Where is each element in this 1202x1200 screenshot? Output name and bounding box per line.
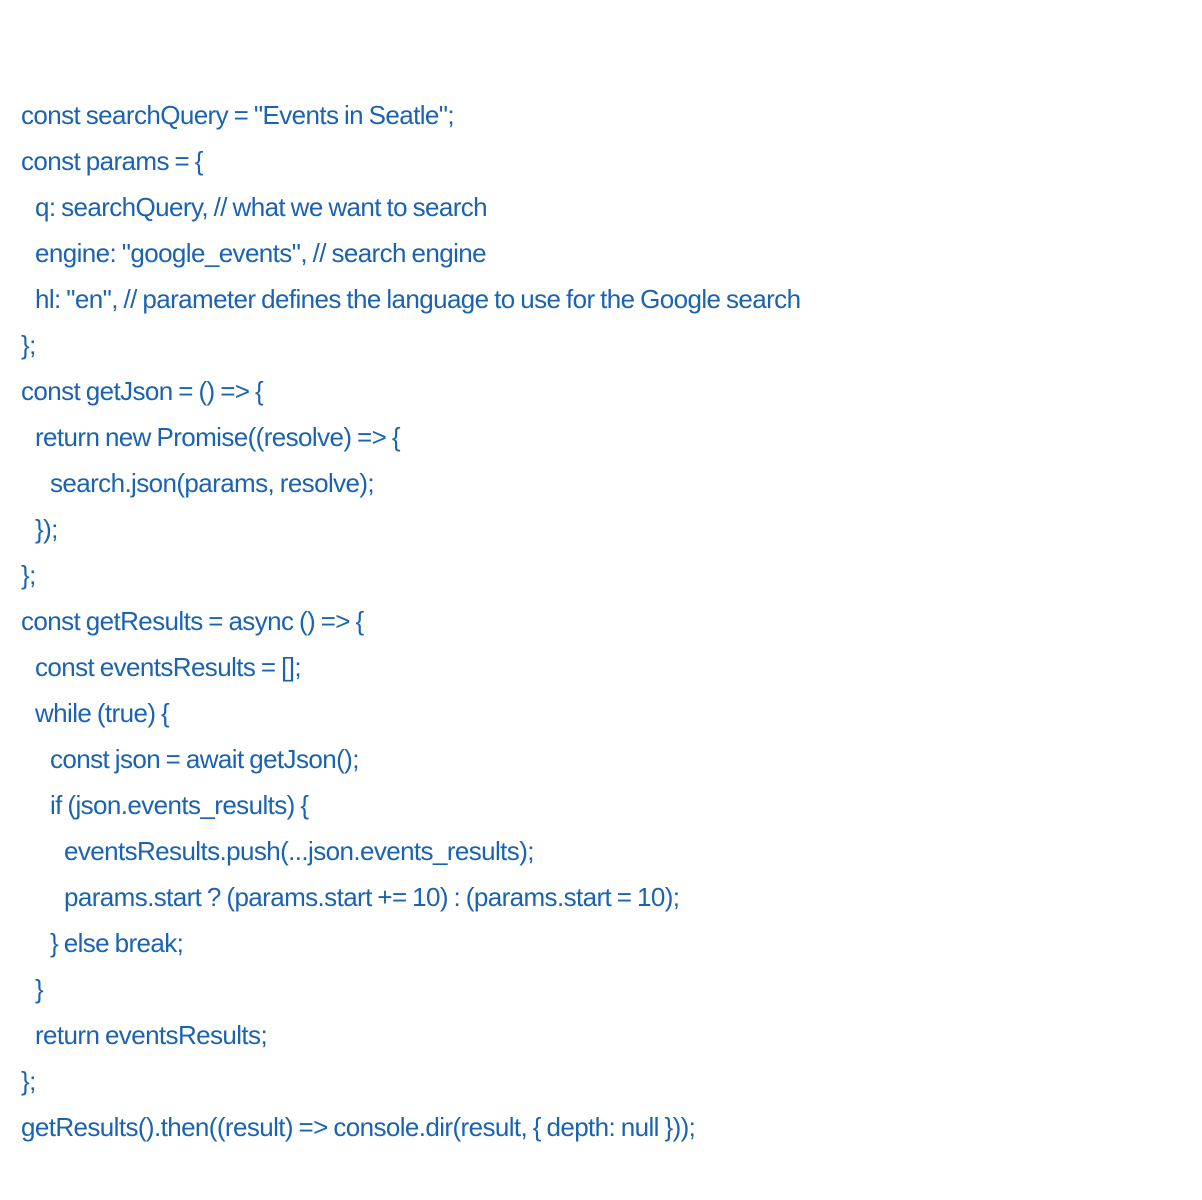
code-line: const params = { — [21, 146, 203, 176]
code-line: if (json.events_results) { — [50, 790, 309, 820]
code-line: return eventsResults; — [35, 1020, 268, 1050]
code-line: } else break; — [50, 928, 184, 958]
code-line: const json = await getJson(); — [50, 744, 359, 774]
code-block: const searchQuery = "Events in Seatle"; … — [21, 92, 801, 1150]
code-line: const getJson = () => { — [21, 376, 264, 406]
code-line: hl: "en", // parameter defines the langu… — [35, 284, 801, 314]
code-line: eventsResults.push(...json.events_result… — [64, 836, 534, 866]
code-line: }; — [21, 1066, 36, 1096]
code-line: const eventsResults = []; — [35, 652, 302, 682]
code-line: }; — [21, 330, 36, 360]
code-line: }); — [35, 514, 58, 544]
code-line: params.start ? (params.start += 10) : (p… — [64, 882, 680, 912]
code-line: const getResults = async () => { — [21, 606, 364, 636]
code-line: }; — [21, 560, 36, 590]
code-line: engine: "google_events", // search engin… — [35, 238, 487, 268]
code-line: getResults().then((result) => console.di… — [21, 1112, 696, 1142]
code-line: q: searchQuery, // what we want to searc… — [35, 192, 488, 222]
code-line: } — [35, 974, 44, 1004]
code-line: const searchQuery = "Events in Seatle"; — [21, 100, 455, 130]
code-line: search.json(params, resolve); — [50, 468, 375, 498]
code-line: while (true) { — [35, 698, 170, 728]
code-line: return new Promise((resolve) => { — [35, 422, 401, 452]
